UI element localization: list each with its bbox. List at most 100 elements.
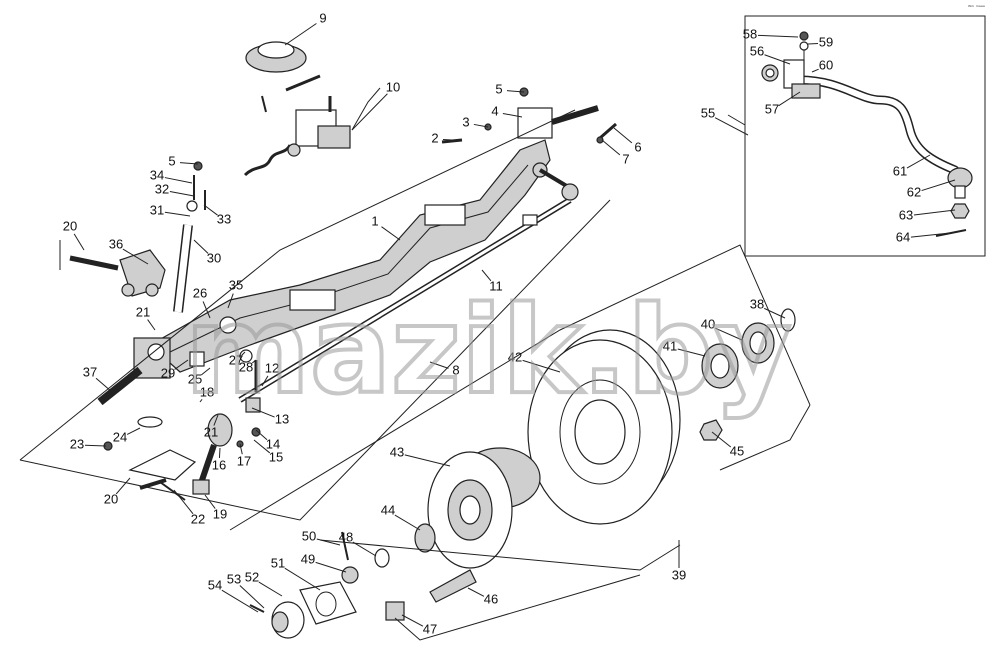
leader-c5b [179, 162, 199, 165]
leader-c28 [251, 359, 257, 364]
callout-c64: 64 [896, 229, 910, 244]
line-55 [727, 114, 746, 126]
leader-c42 [522, 359, 561, 373]
shim-24 [137, 416, 163, 428]
leader-c52 [258, 581, 283, 597]
callout-c5a: 5 [495, 81, 502, 96]
callout-c22: 22 [191, 511, 205, 526]
tie-rod-inner [239, 198, 571, 402]
spring-pad-right [424, 204, 466, 226]
leader-c63 [913, 209, 956, 216]
leader-c34 [164, 177, 193, 184]
callout-c45: 45 [730, 443, 744, 458]
drum-bolt-circle [559, 379, 641, 485]
callout-c52: 52 [245, 569, 259, 584]
gasket-51 [299, 581, 357, 625]
washer-59 [799, 41, 809, 51]
ball-joint-16 [207, 413, 233, 447]
leader-c36 [122, 248, 149, 265]
cotter-pin-64 [935, 229, 967, 237]
callout-c44: 44 [381, 502, 395, 517]
callout-c2: 2 [431, 130, 438, 145]
leader-c14 [255, 429, 268, 441]
callout-c20a: 20 [63, 218, 77, 233]
callout-c28: 28 [239, 359, 253, 374]
group-line-left-bottom [19, 199, 611, 521]
leader-c20b [115, 477, 131, 495]
callout-c18: 18 [200, 384, 214, 399]
leader-c37 [95, 377, 113, 393]
callout-c26: 26 [193, 285, 207, 300]
callout-c36: 36 [109, 236, 123, 251]
callout-c58: 58 [743, 26, 757, 41]
callout-c35: 35 [229, 277, 243, 292]
clamp-57 [791, 83, 821, 99]
ball-joint-56-core [765, 68, 775, 78]
leader-c18 [199, 399, 203, 403]
callout-c17: 17 [237, 453, 251, 468]
seal-38 [780, 308, 796, 332]
leader-c3 [473, 123, 489, 128]
chamber-cap [257, 41, 295, 59]
leader-c21a [147, 319, 156, 331]
leader-c60 [811, 68, 819, 73]
leader-c40 [715, 327, 743, 341]
callout-c51: 51 [271, 555, 285, 570]
hub-center [459, 495, 481, 525]
callout-c61: 61 [893, 163, 907, 178]
callout-c9: 9 [319, 10, 326, 25]
callout-c29: 29 [161, 365, 175, 380]
leader-c11 [481, 269, 492, 282]
spindle-37 [97, 366, 143, 406]
washer-27 [239, 349, 253, 363]
callout-c40: 40 [701, 316, 715, 331]
callout-c56: 56 [750, 43, 764, 58]
callout-c6: 6 [634, 139, 641, 154]
leader-c51 [284, 567, 321, 591]
arm-boss-36a [121, 283, 135, 297]
leader-c45 [711, 431, 732, 448]
brake-drum-42 [527, 329, 681, 525]
callout-c24: 24 [113, 429, 127, 444]
leader-c31 [164, 211, 191, 217]
group-line-bottom [394, 574, 641, 641]
watermark: mazik.by [185, 282, 792, 421]
leader-c27 [241, 351, 246, 356]
leader-c44 [394, 514, 421, 531]
steering-arm [538, 168, 572, 190]
arm-boss-36b [145, 283, 159, 297]
leader-c46 [467, 587, 485, 597]
top-assembly-9-10 [243, 41, 351, 177]
lower-arm-21 [128, 449, 197, 481]
gasket-hole [315, 591, 337, 617]
callout-c1: 1 [371, 213, 378, 228]
link-end-19 [192, 479, 210, 495]
callout-c55: 55 [701, 105, 715, 120]
callout-c16: 16 [212, 457, 226, 472]
callout-c15: 15 [269, 449, 283, 464]
callout-c14: 14 [266, 436, 280, 451]
callout-c8: 8 [452, 362, 459, 377]
callout-c50: 50 [302, 528, 316, 543]
callout-c39: 39 [672, 567, 686, 582]
callout-c10: 10 [386, 79, 400, 94]
callout-c27: 27 [229, 352, 243, 367]
callout-c63: 63 [899, 207, 913, 222]
leader-c35 [227, 293, 234, 309]
leader-c58 [757, 34, 799, 38]
axle-beam-body [148, 139, 551, 373]
bolt-2 [441, 138, 463, 144]
leader-c41 [677, 348, 706, 357]
leader-c57 [778, 91, 801, 107]
callout-c32: 32 [155, 181, 169, 196]
leader-c9 [284, 23, 317, 46]
leader-c64 [910, 232, 951, 238]
leader-c49 [315, 561, 347, 573]
callout-c60: 60 [819, 57, 833, 72]
nut-5-left [193, 161, 203, 171]
leader-c38 [764, 307, 786, 319]
leader-c15 [253, 439, 271, 454]
tie-rod-tube [797, 77, 958, 173]
callout-c33: 33 [217, 211, 231, 226]
